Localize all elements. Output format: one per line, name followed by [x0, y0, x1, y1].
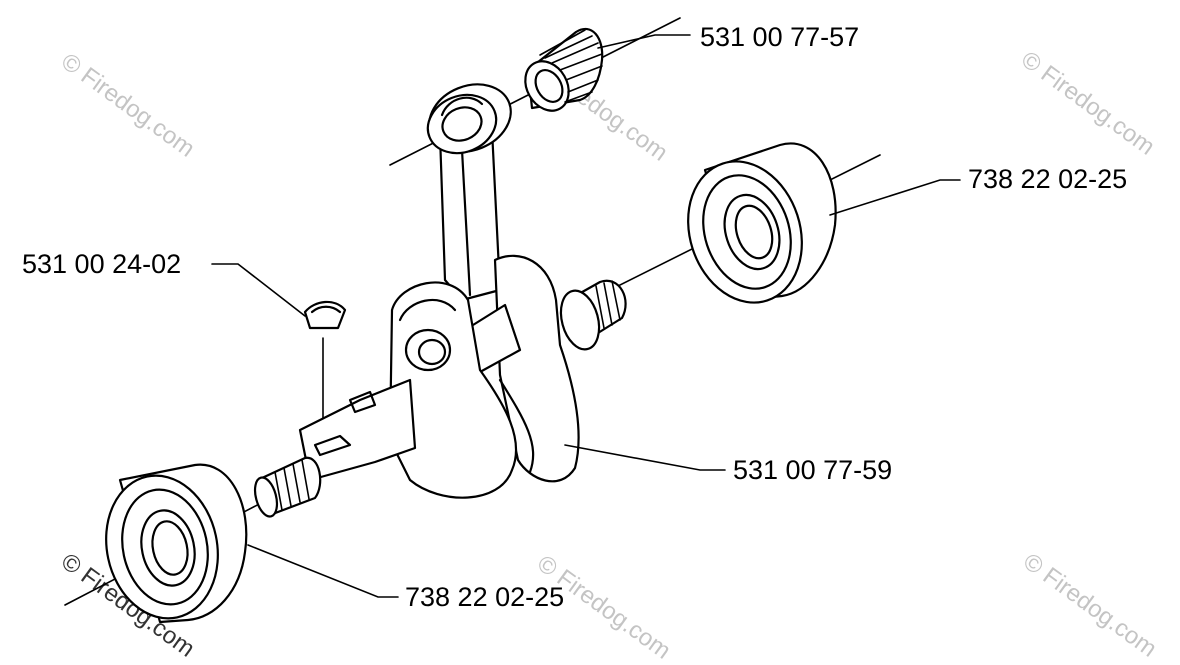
leader-line-main-bearing-left	[247, 544, 399, 598]
part-number-crankshaft: 531 00 77-59	[733, 455, 893, 485]
part-number-main-bearing-right: 738 22 02-25	[968, 164, 1128, 194]
main-bearing-right	[687, 142, 837, 304]
needle-bearing	[524, 27, 604, 112]
part-number-woodruff-key: 531 00 24-02	[22, 249, 182, 279]
leader-line-main-bearing-right	[829, 179, 961, 216]
leader-line-needle-bearing	[597, 34, 691, 49]
part-number-main-bearing-left: 738 22 02-25	[405, 582, 565, 612]
crankshaft	[253, 254, 627, 518]
connecting-rod	[426, 83, 512, 302]
part-number-needle-bearing: 531 00 77-57	[700, 22, 860, 52]
main-bearing-left	[105, 463, 248, 624]
leader-line-woodruff-key	[211, 263, 306, 317]
leader-lines	[211, 34, 961, 598]
leader-line-crankshaft	[564, 444, 726, 471]
parts-drawing	[64, 17, 961, 624]
exploded-parts-diagram: © Firedog.com © Firedog.com © Firedog.co…	[22, 17, 1162, 665]
woodruff-key	[303, 300, 347, 330]
